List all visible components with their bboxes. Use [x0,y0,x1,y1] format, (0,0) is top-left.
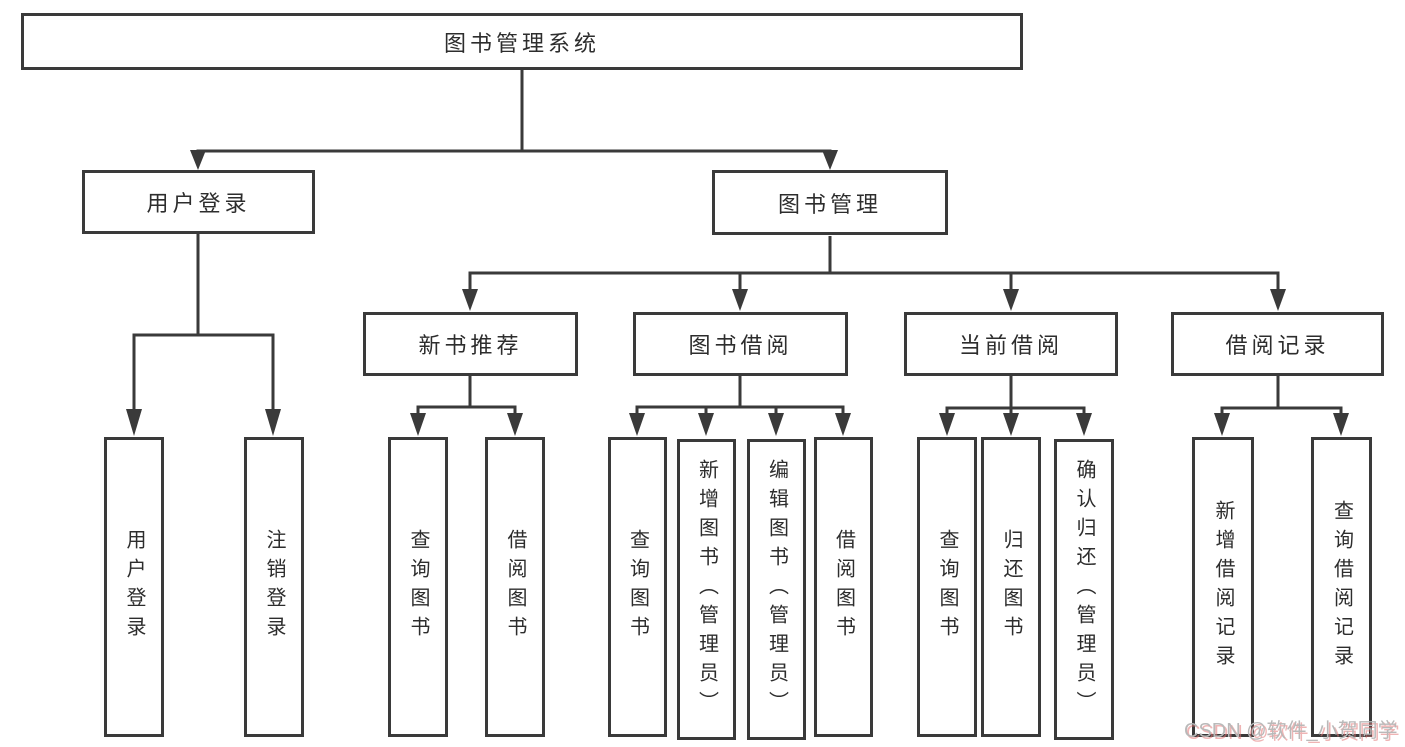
node-label: 确认归还（管理员） [1073,459,1095,720]
node-label: 借阅图书 [832,529,855,645]
node-label: 图书管理系统 [443,30,600,56]
leaf-logout: 注销登录 [244,437,304,737]
node-label: 图书借阅 [688,333,793,358]
node-library-management-system: 图书管理系统 [21,13,1023,70]
leaf-borrow-edit-books-admin: 编辑图书（管理员） [747,439,806,740]
leaf-borrow-query-books: 查询图书 [608,437,667,737]
node-label: 新增图书（管理员） [695,459,718,720]
node-label: 新书推荐 [418,333,523,358]
node-label: 归还图书 [1000,529,1022,645]
node-label: 编辑图书（管理员） [765,459,788,720]
node-label: 查询图书 [936,529,958,645]
leaf-current-query-books: 查询图书 [917,437,977,737]
node-label: 查询图书 [407,529,429,645]
node-label: 借阅记录 [1225,333,1330,358]
node-label: 查询借阅记录 [1330,500,1353,674]
node-current-borrowing: 当前借阅 [904,312,1118,376]
leaf-user-login: 用户登录 [104,437,164,737]
node-label: 借阅图书 [504,529,526,645]
leaf-borrow-add-books-admin: 新增图书（管理员） [677,439,736,740]
node-label: 用户登录 [123,529,145,645]
node-label: 当前借阅 [958,333,1063,358]
leaf-records-query-record: 查询借阅记录 [1311,437,1372,737]
node-label: 查询图书 [626,529,649,645]
leaf-current-confirm-return-admin: 确认归还（管理员） [1054,439,1114,740]
node-label: 用户登录 [146,191,251,216]
node-user-login: 用户登录 [82,170,315,234]
node-new-book-recommendation: 新书推荐 [363,312,578,376]
node-book-management: 图书管理 [712,170,948,235]
node-label: 新增借阅记录 [1212,500,1234,674]
node-label: 图书管理 [777,191,882,217]
leaf-newrec-query-books: 查询图书 [388,437,448,737]
node-label: 注销登录 [263,529,285,645]
leaf-current-return-books: 归还图书 [981,437,1041,737]
leaf-newrec-borrow-books: 借阅图书 [485,437,545,737]
node-book-borrowing: 图书借阅 [633,312,848,376]
leaf-borrow-borrow-books: 借阅图书 [814,437,873,737]
node-borrowing-records: 借阅记录 [1171,312,1384,376]
leaf-records-add-record: 新增借阅记录 [1192,437,1254,737]
